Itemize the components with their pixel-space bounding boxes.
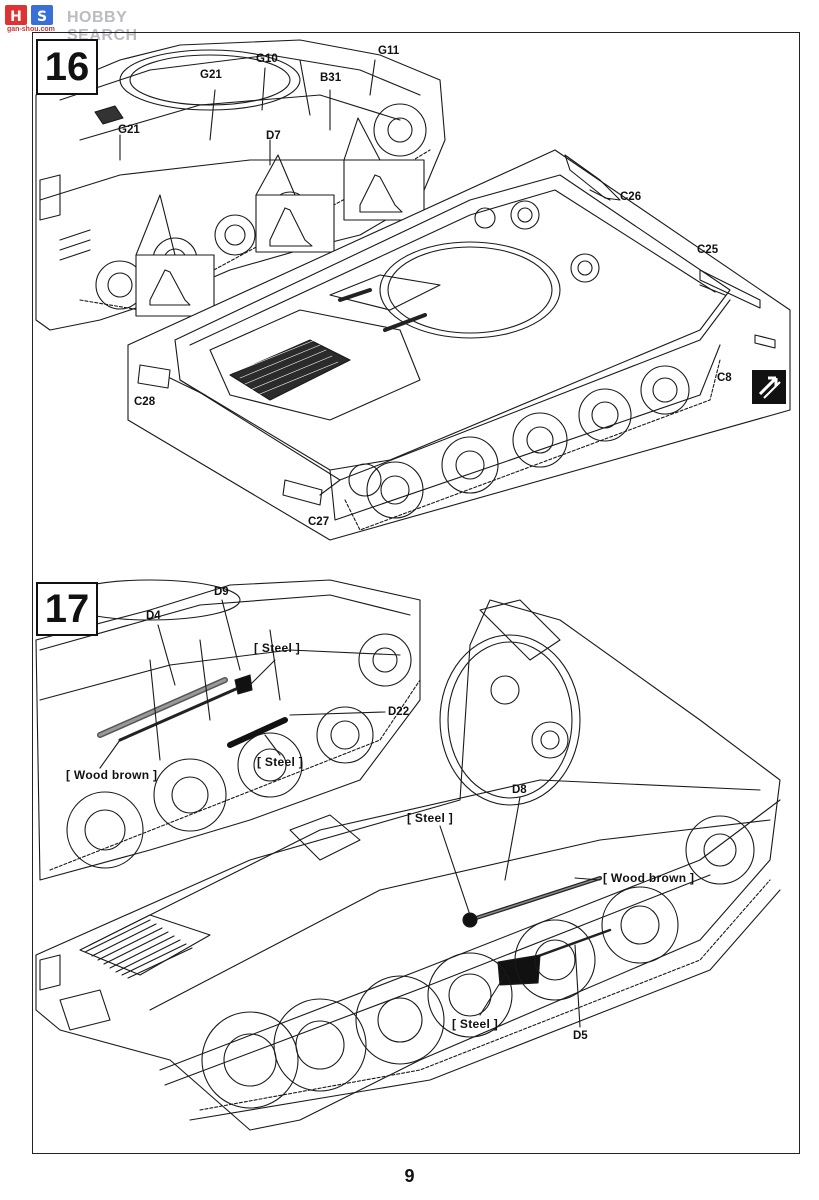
callout-d9: D9 [214, 586, 229, 598]
callout-b31: B31 [320, 72, 342, 84]
step16-bracket-insets [135, 117, 425, 317]
paint-label-wood-brown-1: [ Wood brown ] [66, 768, 158, 782]
step-16-number: 16 [36, 39, 98, 95]
watermark-subtext: gan-shou.com [7, 26, 55, 33]
paint-label-wood-brown-2: [ Wood brown ] [603, 871, 695, 885]
svg-text:H: H [10, 9, 22, 25]
callout-d8: D8 [512, 784, 527, 796]
step17-upper-inset-hull [35, 579, 421, 881]
paint-label-steel-1: [ Steel ] [254, 641, 301, 655]
callout-c26: C26 [620, 191, 642, 203]
callout-g11: G11 [378, 45, 400, 57]
watermark: H S HOBBY SEARCH gan-shou.com [3, 3, 173, 44]
callout-c27: C27 [308, 516, 330, 528]
step16-main-hull [127, 149, 791, 541]
callout-d22: D22 [388, 706, 410, 718]
callout-d7: D7 [266, 130, 281, 142]
callout-d5: D5 [573, 1030, 588, 1042]
paint-label-steel-3: [ Steel ] [407, 811, 454, 825]
paint-label-steel-4: [ Steel ] [452, 1017, 499, 1031]
paint-label-steel-2: [ Steel ] [257, 755, 304, 769]
callout-c8: C8 [717, 372, 732, 384]
step17-main-hull [35, 599, 781, 1131]
callout-g21-left: G21 [118, 124, 140, 136]
callout-d4: D4 [146, 610, 161, 622]
callout-g21-top: G21 [200, 69, 222, 81]
callout-c25: C25 [697, 244, 719, 256]
callout-g10: G10 [256, 53, 278, 65]
callout-c28: C28 [134, 396, 156, 408]
rotate-arrows-icon [758, 376, 781, 399]
step-17-number: 17 [36, 582, 98, 636]
page-frame [32, 32, 800, 1154]
page-number: 9 [404, 1166, 415, 1186]
rotate-view-icon [752, 370, 786, 404]
step17-leader-lines [99, 599, 601, 1028]
svg-text:S: S [37, 9, 47, 25]
watermark-logo-icon: H S [5, 5, 53, 25]
